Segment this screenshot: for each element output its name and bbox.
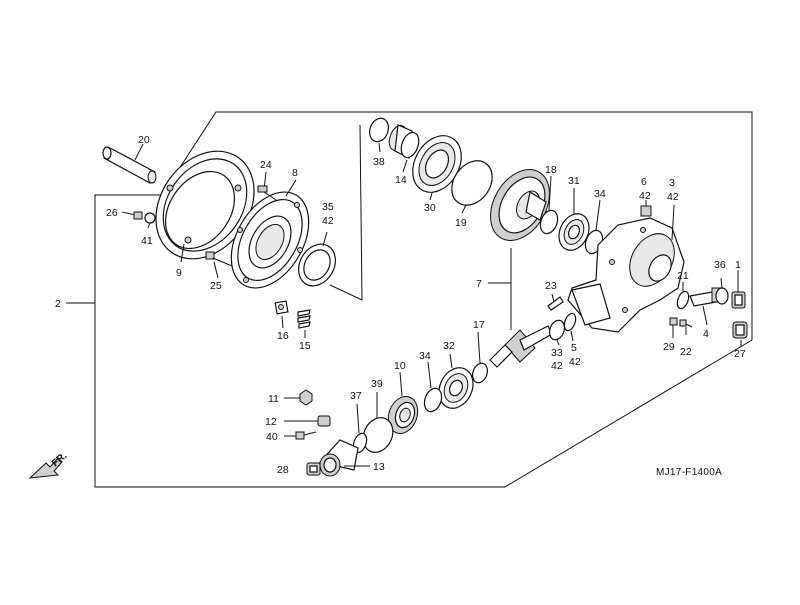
callout-10: 10 bbox=[394, 360, 406, 372]
part-26-bolt bbox=[121, 211, 143, 220]
part-19-ring bbox=[451, 160, 493, 206]
part-10-spline-coupler bbox=[387, 396, 419, 434]
part-15-spring bbox=[297, 309, 311, 329]
callout-1: 1 bbox=[735, 259, 741, 271]
callout-4: 4 bbox=[703, 328, 709, 340]
callout-7: 7 bbox=[476, 278, 482, 290]
callout-30: 30 bbox=[424, 202, 436, 214]
front-direction-arrow bbox=[28, 457, 63, 479]
callout-11: 11 bbox=[268, 393, 279, 405]
part-35-oil-seal bbox=[298, 243, 336, 287]
callout-25: 25 bbox=[210, 280, 222, 292]
part-13-boot bbox=[318, 439, 359, 477]
part-8-holder-plate bbox=[230, 191, 310, 289]
callout-17: 17 bbox=[473, 319, 485, 331]
callout-19: 19 bbox=[455, 217, 467, 229]
callout-23: 23 bbox=[545, 280, 557, 292]
part-39-o-ring bbox=[362, 417, 394, 453]
part-38-o-ring bbox=[368, 117, 390, 143]
part-6-plug bbox=[640, 205, 652, 217]
part-3-gear-case bbox=[567, 217, 685, 333]
callout-39: 39 bbox=[371, 378, 383, 390]
callout-42-at-5: 42 bbox=[569, 356, 581, 368]
part-1-cap-nut bbox=[731, 291, 746, 309]
callout-12: 12 bbox=[265, 416, 277, 428]
callout-31: 31 bbox=[568, 175, 580, 187]
callout-32: 32 bbox=[443, 340, 455, 352]
part-17-ring bbox=[471, 362, 489, 384]
callout-42-at-3: 42 bbox=[667, 191, 679, 203]
callout-8: 8 bbox=[292, 167, 298, 179]
callout-42-at-6: 42 bbox=[639, 190, 651, 202]
part-27-cap bbox=[732, 321, 748, 339]
callout-29: 29 bbox=[663, 341, 675, 353]
part-23-dowel bbox=[547, 296, 564, 311]
part-29-bolt bbox=[669, 317, 678, 338]
part-40-screw bbox=[295, 431, 317, 440]
part-20-rod bbox=[102, 143, 157, 184]
callout-28: 28 bbox=[277, 464, 289, 476]
callout-34-upper: 34 bbox=[594, 188, 606, 200]
part-14-sleeve bbox=[388, 124, 420, 159]
callout-41: 41 bbox=[141, 235, 153, 247]
callout-38: 38 bbox=[373, 156, 385, 168]
part-32-bearing bbox=[438, 367, 474, 409]
part-24-bolt bbox=[257, 171, 277, 201]
callout-3: 3 bbox=[669, 177, 675, 189]
inner-step-line bbox=[329, 124, 363, 301]
callout-26: 26 bbox=[106, 207, 118, 219]
part-41-washer bbox=[144, 212, 156, 224]
callout-27: 27 bbox=[734, 348, 746, 360]
part-28-nut bbox=[306, 462, 321, 476]
diagram-code: MJ17-F1400A bbox=[656, 467, 722, 478]
callout-16: 16 bbox=[277, 330, 289, 342]
part-11-nut bbox=[299, 389, 313, 406]
callout-42-at-33: 42 bbox=[551, 360, 563, 372]
part-18-ring bbox=[539, 209, 559, 235]
callout-42-at-35: 42 bbox=[322, 215, 334, 227]
callout-40: 40 bbox=[266, 431, 278, 443]
callout-37: 37 bbox=[350, 390, 362, 402]
part-16-nut bbox=[274, 300, 289, 315]
part-12-nut bbox=[317, 415, 331, 427]
callout-9: 9 bbox=[176, 267, 182, 279]
callout-5: 5 bbox=[571, 342, 577, 354]
part-33-shim bbox=[548, 319, 566, 341]
callout-15: 15 bbox=[299, 340, 311, 352]
callout-36: 36 bbox=[714, 259, 726, 271]
callout-34-lower: 34 bbox=[419, 350, 431, 362]
callout-20: 20 bbox=[138, 134, 150, 146]
callout-6: 6 bbox=[641, 176, 647, 188]
callout-14: 14 bbox=[395, 174, 407, 186]
callout-2: 2 bbox=[55, 298, 61, 310]
part-25-bolt bbox=[205, 251, 233, 279]
part-36-washer bbox=[715, 287, 729, 305]
callout-21: 21 bbox=[677, 270, 689, 282]
part-22-bolt bbox=[679, 319, 693, 335]
callout-13: 13 bbox=[373, 461, 385, 473]
part-31-bearing bbox=[558, 213, 590, 251]
part-7-pinion bbox=[489, 325, 553, 368]
part-21-o-ring bbox=[676, 290, 690, 310]
part-9-cover-ring bbox=[155, 150, 255, 260]
callout-22: 22 bbox=[680, 346, 692, 358]
callout-35: 35 bbox=[322, 201, 334, 213]
callout-33: 33 bbox=[551, 347, 563, 359]
callout-24: 24 bbox=[260, 159, 272, 171]
callout-18: 18 bbox=[545, 164, 557, 176]
part-5-o-ring bbox=[563, 312, 577, 332]
part-30-bearing bbox=[412, 135, 462, 193]
part-34-shim-lower bbox=[423, 387, 443, 413]
